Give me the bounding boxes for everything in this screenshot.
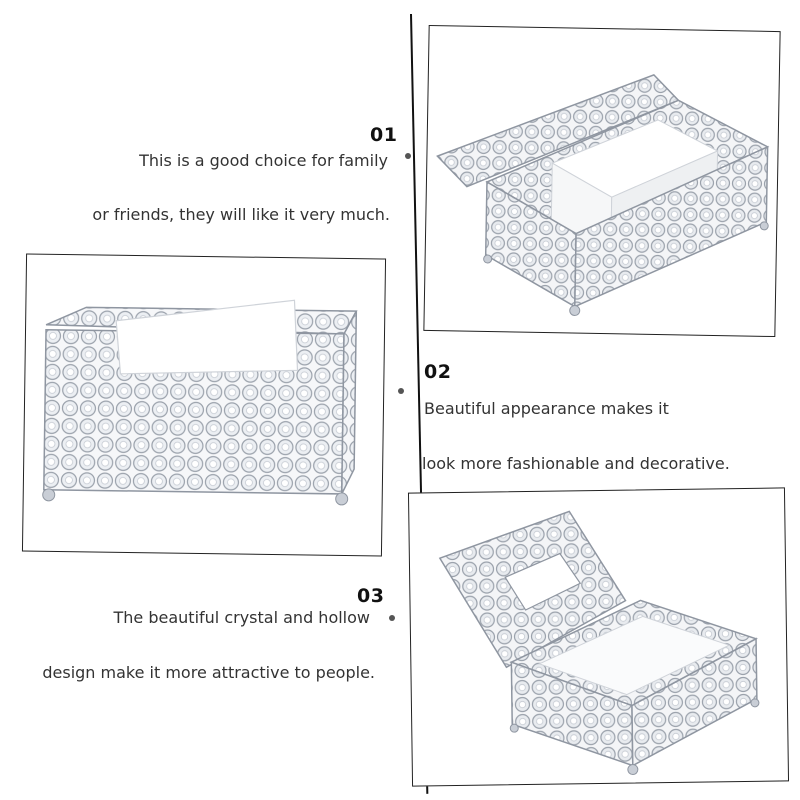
feature-text-03-line2: design make it more attractive to people…: [42, 663, 375, 682]
feature-text-03-line1: The beautiful crystal and hollow: [113, 608, 370, 627]
timeline-dot-1: [405, 153, 411, 159]
feature-text-02-line1: Beautiful appearance makes it: [424, 399, 669, 418]
product-image-closed-box: [21, 253, 387, 557]
timeline-dot-3: [389, 615, 395, 621]
feature-number-01: 01: [370, 124, 398, 146]
feature-text-02-line2: look more fashionable and decorative.: [422, 454, 730, 473]
feature-number-02: 02: [424, 361, 452, 383]
timeline-dot-2: [398, 388, 404, 394]
closed-tissue-box-illustration: [42, 299, 358, 506]
feature-text-01-line2: or friends, they will like it very much.: [92, 205, 390, 224]
feature-text-01-line1: This is a good choice for family: [139, 151, 388, 170]
feature-number-03: 03: [357, 585, 385, 607]
open-lid-tissue-box-illustration: [436, 74, 770, 317]
product-image-open-lid: [423, 24, 781, 338]
product-image-open-empty: [407, 487, 790, 787]
open-crystal-box-illustration: [438, 510, 760, 776]
